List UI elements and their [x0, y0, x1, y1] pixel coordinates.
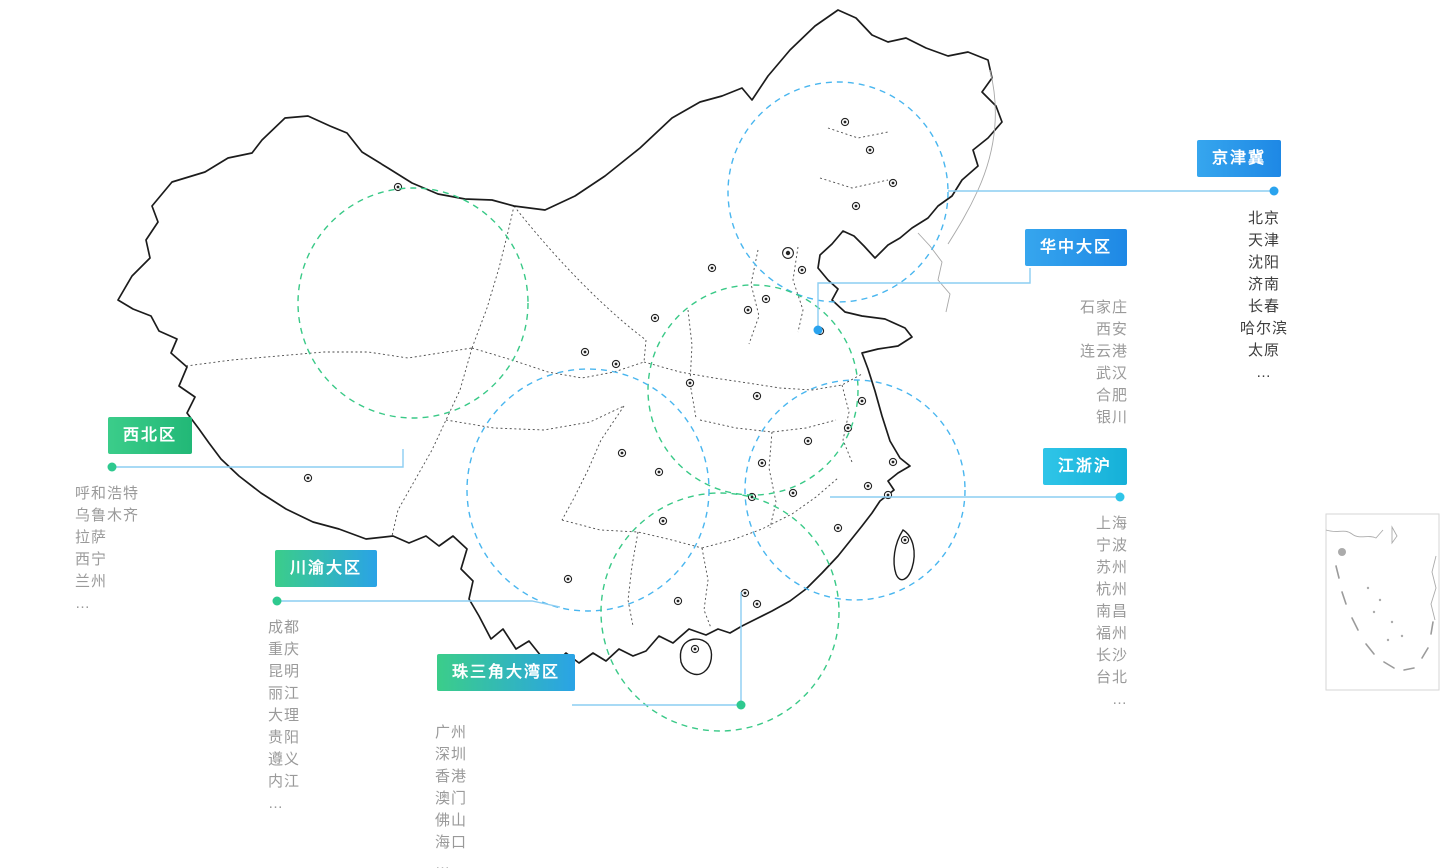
city-item: 重庆 [268, 641, 301, 658]
city-list-zhusanjiao: 广州深圳香港澳门佛山海口 … [435, 722, 570, 868]
city-item: 太原 [1247, 342, 1280, 359]
connector-dot-xibei [107, 462, 117, 472]
region-label-xibei[interactable]: 西北区 [108, 417, 193, 454]
city-item: 宁波 [1095, 537, 1128, 554]
city-item: 深圳 [435, 746, 468, 763]
region-circle-zhusanjiao [600, 492, 840, 732]
city-item: 西安 [1095, 321, 1128, 338]
connector-chuanyu [277, 600, 561, 608]
city-item: 海口 [435, 834, 468, 851]
region-circle-xibei [297, 187, 529, 419]
city-item: 西宁 [75, 551, 108, 568]
connector-huazhong [817, 268, 1031, 330]
city-item: 兰州 [75, 573, 108, 590]
city-item: 佛山 [435, 812, 468, 829]
province-borders [185, 127, 889, 629]
region-circle-jingjinji [727, 81, 949, 303]
city-item: … [268, 795, 284, 812]
connector-xibei [112, 449, 404, 468]
connector-dot-jiangzhehu [1115, 492, 1125, 502]
city-item: 贵阳 [268, 729, 301, 746]
city-item: 北京 [1247, 210, 1280, 227]
region-label-huazhong[interactable]: 华中大区 [1025, 229, 1128, 266]
city-item: 沈阳 [1247, 254, 1280, 271]
connector-zhusanjiao [572, 592, 742, 706]
china-outline [117, 9, 1003, 667]
city-list-chuanyu: 成都重庆昆明丽江大理贵阳遵义内江 … [268, 617, 403, 815]
city-item: 大理 [268, 707, 301, 724]
city-list-xibei: 呼和浩特乌鲁木齐拉萨西宁兰州 … [75, 483, 210, 615]
city-list-jingjinji: 北京天津沈阳济南长春哈尔滨太原 … [1204, 208, 1324, 384]
city-item: 拉萨 [75, 529, 108, 546]
region-label-chuanyu[interactable]: 川渝大区 [275, 550, 378, 587]
hainan-island [679, 638, 713, 676]
connector-dot-chuanyu [272, 596, 282, 606]
connector-dot-zhusanjiao [736, 700, 746, 710]
city-item: 昆明 [268, 663, 301, 680]
city-list-huazhong: 石家庄西安连云港武汉合肥银川 [978, 297, 1128, 429]
city-item: 成都 [268, 619, 301, 636]
region-circle-jiangzhehu [744, 379, 966, 601]
region-label-jingjinji[interactable]: 京津冀 [1197, 140, 1282, 177]
city-markers [303, 117, 910, 654]
connector-dot-jingjinji [1269, 186, 1279, 196]
city-item: 丽江 [268, 685, 301, 702]
city-item: 广州 [435, 724, 468, 741]
region-label-jiangzhehu[interactable]: 江浙沪 [1043, 448, 1128, 485]
city-item: 香港 [435, 768, 468, 785]
callout-connectors [107, 186, 1279, 710]
city-item: 哈尔滨 [1239, 320, 1288, 337]
nine-dash-line [1335, 565, 1434, 671]
city-item: 天津 [1247, 232, 1280, 249]
region-circle-chuanyu [466, 368, 710, 612]
city-item: 合肥 [1095, 387, 1128, 404]
city-item: … [435, 856, 451, 868]
city-item: 银川 [1095, 409, 1128, 426]
capital-marker [782, 247, 794, 259]
neighbor-coastlines [917, 69, 996, 313]
city-item: 杭州 [1095, 581, 1128, 598]
city-item: 福州 [1095, 625, 1128, 642]
city-item: 南昌 [1095, 603, 1128, 620]
city-item: 澳门 [435, 790, 468, 807]
city-item: 台北 [1095, 669, 1128, 686]
city-item: 遵义 [268, 751, 301, 768]
city-item: 石家庄 [1079, 299, 1128, 316]
city-item: … [1112, 691, 1128, 708]
city-item: 乌鲁木齐 [75, 507, 140, 524]
region-circle-huazhong [647, 284, 859, 496]
taiwan-island [893, 529, 915, 581]
city-item: 连云港 [1079, 343, 1128, 360]
city-list-jiangzhehu: 上海宁波苏州杭州南昌福州长沙台北 … [978, 513, 1128, 711]
city-item: … [1256, 364, 1272, 381]
city-item: … [75, 595, 91, 612]
region-label-zhusanjiao[interactable]: 珠三角大湾区 [437, 654, 576, 691]
city-item: 武汉 [1095, 365, 1128, 382]
city-item: 长沙 [1095, 647, 1128, 664]
city-item: 长春 [1247, 298, 1280, 315]
city-item: 呼和浩特 [75, 485, 140, 502]
connector-dot-huazhong [813, 325, 823, 335]
city-item: 上海 [1095, 515, 1128, 532]
city-item: 济南 [1247, 276, 1280, 293]
city-item: 内江 [268, 773, 301, 790]
city-item: 苏州 [1095, 559, 1128, 576]
south-china-sea-inset [1325, 513, 1440, 691]
